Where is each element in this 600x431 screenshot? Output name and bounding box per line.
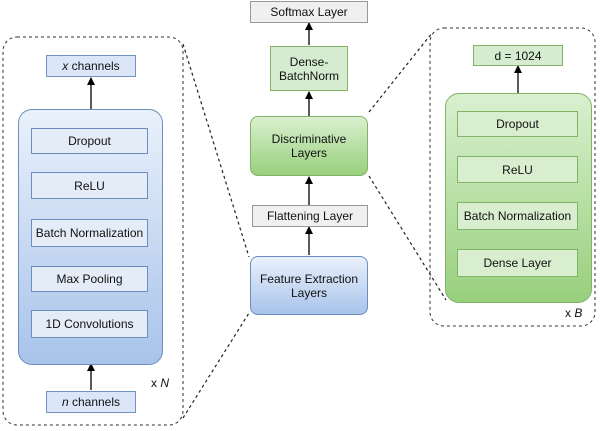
zoom-line-left-bottom <box>182 312 250 419</box>
discriminative-layers-node: Discriminative Layers <box>250 116 368 176</box>
left-layer-relu-label: ReLU <box>74 178 105 193</box>
input-channels-node: n channels <box>46 391 136 413</box>
left-layer-conv1d: 1D Convolutions <box>31 310 148 338</box>
output-channels-node: x channels <box>46 55 136 77</box>
left-layer-dropout-label: Dropout <box>68 134 111 148</box>
left-layer-batchnorm: Batch Normalization <box>31 219 148 247</box>
input-channels-text: n channels <box>62 395 120 409</box>
right-layer-batchnorm-label: Batch Normalization <box>463 209 572 223</box>
discriminative-label-2: Layers <box>290 146 328 160</box>
output-channels-var: x <box>62 59 69 73</box>
right-layer-dense: Dense Layer <box>457 249 578 277</box>
softmax-layer: Softmax Layer <box>250 1 368 23</box>
repeat-b-var: B <box>574 306 583 320</box>
output-channels-label: channels <box>71 59 120 73</box>
softmax-label: Softmax Layer <box>270 5 348 19</box>
dense-batchnorm-label-1: Dense- <box>289 54 329 69</box>
feature-label-1: Feature Extraction <box>259 271 359 286</box>
left-layer-dropout: Dropout <box>31 128 148 154</box>
right-layer-relu-label: ReLU <box>502 162 533 177</box>
left-layer-maxpool: Max Pooling <box>31 266 148 292</box>
d-output-node: d = 1024 <box>473 45 563 66</box>
flattening-label: Flattening Layer <box>266 209 354 223</box>
left-layer-conv1d-label: 1D Convolutions <box>45 317 134 331</box>
left-layer-batchnorm-label: Batch Normalization <box>35 226 144 240</box>
output-channels-text: x channels <box>62 59 119 73</box>
zoom-line-left-top <box>182 43 250 258</box>
repeat-n-prefix: x <box>151 376 157 390</box>
left-layer-maxpool-label: Max Pooling <box>56 272 123 286</box>
right-layer-dropout-label: Dropout <box>496 117 539 131</box>
discriminative-label-1: Discriminative <box>271 132 347 146</box>
left-layer-relu: ReLU <box>31 172 148 199</box>
dense-batchnorm-node: Dense- BatchNorm <box>270 46 348 91</box>
right-layer-batchnorm: Batch Normalization <box>457 202 578 230</box>
flattening-layer: Flattening Layer <box>252 205 368 227</box>
feature-label-2: Layers <box>290 285 328 300</box>
dense-batchnorm-label-2: BatchNorm <box>278 68 340 83</box>
d-output-label: d = 1024 <box>494 48 542 63</box>
zoom-line-right-top <box>368 32 433 113</box>
feature-extraction-node: Feature Extraction Layers <box>250 256 368 315</box>
zoom-line-right-bottom <box>368 175 447 301</box>
input-channels-var: n <box>61 395 69 409</box>
repeat-b-prefix: x <box>565 306 571 320</box>
repeat-n-label: x N <box>151 376 169 390</box>
right-layer-dropout: Dropout <box>457 111 578 137</box>
input-channels-label: channels <box>71 395 121 409</box>
right-layer-dense-label: Dense Layer <box>483 256 552 270</box>
repeat-n-var: N <box>160 376 170 390</box>
right-layer-relu: ReLU <box>457 156 578 183</box>
repeat-b-label: x B <box>565 306 582 320</box>
